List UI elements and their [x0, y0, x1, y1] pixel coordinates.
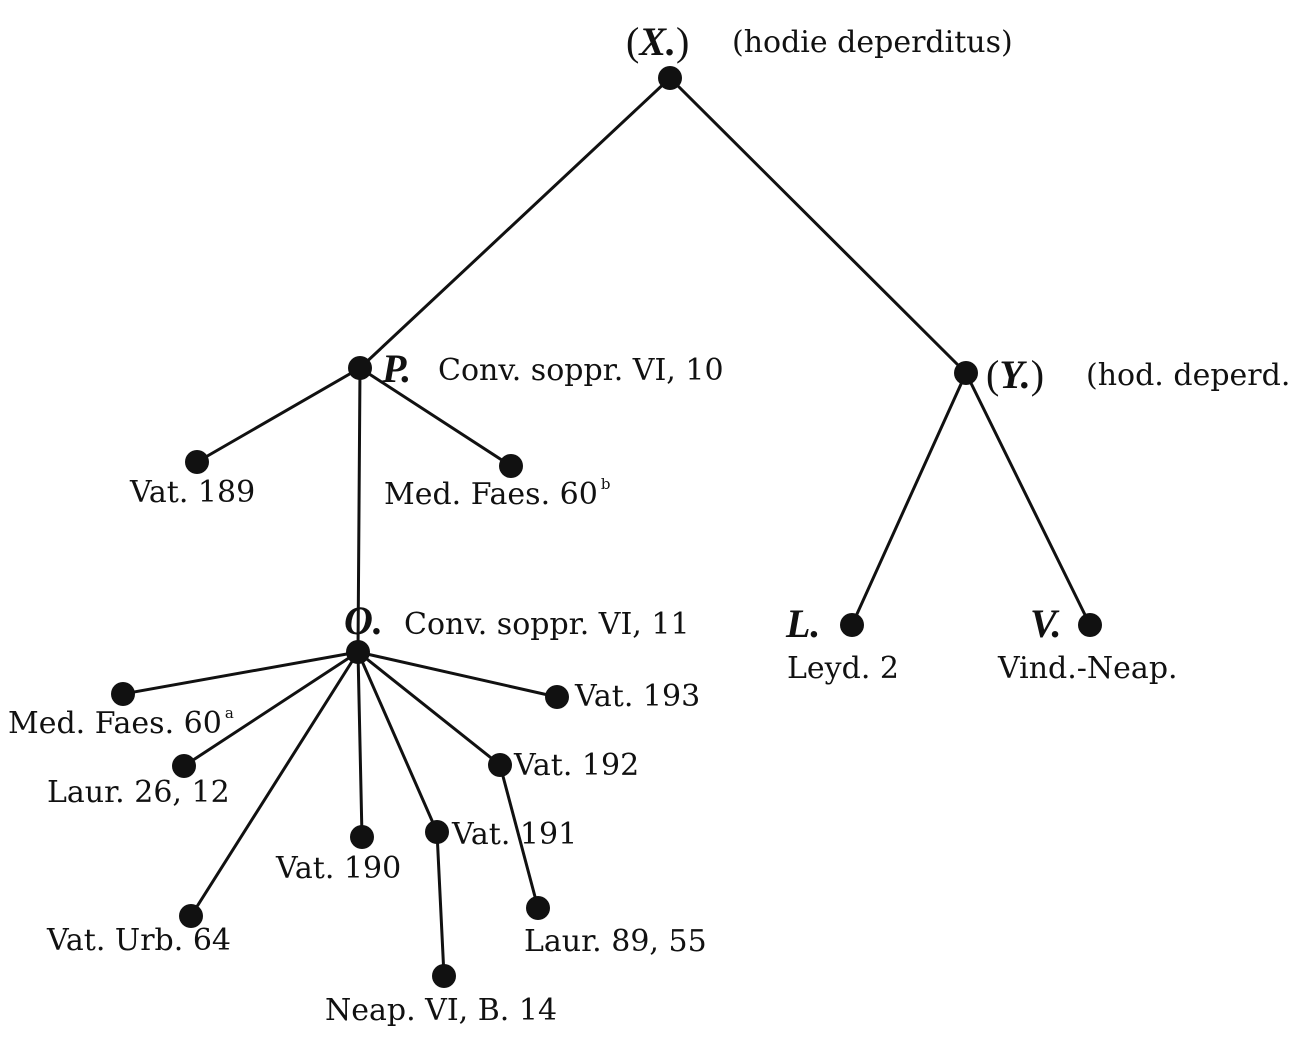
edge-vat191-neap — [435, 830, 446, 978]
edge-p-o — [356, 366, 362, 654]
leaf-vat192-label: Vat. 192 — [513, 748, 639, 783]
edge-x-y — [668, 76, 968, 375]
leaf-vat191-label: Vat. 191 — [451, 817, 577, 852]
node-l — [840, 613, 864, 637]
node-meda — [111, 682, 135, 706]
node-o — [346, 640, 370, 664]
node-v-note: Vind.-Neap. — [997, 651, 1178, 686]
edge-o-urb64 — [189, 650, 360, 918]
node-vat191 — [425, 820, 449, 844]
edge-o-vat193 — [356, 650, 559, 699]
node-v — [1078, 613, 1102, 637]
labels: (X.) (hodie deperditus) P. Conv. soppr. … — [8, 19, 1290, 1028]
node-p — [348, 356, 372, 380]
edge-o-vat191 — [356, 650, 439, 834]
node-vat189 — [185, 450, 209, 474]
node-v-siglum: V. — [1030, 601, 1062, 646]
leaf-laur26-label: Laur. 26, 12 — [47, 775, 230, 810]
leaf-urb64-label: Vat. Urb. 64 — [46, 923, 231, 958]
node-y-siglum: (Y.) — [986, 352, 1044, 397]
node-l-note: Leyd. 2 — [787, 651, 899, 686]
edge-vat192-laur89 — [498, 763, 540, 910]
edge-o-vat192 — [356, 650, 502, 767]
node-o-siglum: O. — [344, 598, 383, 643]
stemma-nodes — [111, 66, 1102, 988]
node-p-note: Conv. soppr. VI, 10 — [438, 353, 724, 388]
node-laur26 — [172, 754, 196, 778]
leaf-vat190-label: Vat. 190 — [275, 851, 401, 886]
node-x-note: (hodie deperditus) — [732, 25, 1013, 60]
leaf-laur89-label: Laur. 89, 55 — [524, 924, 707, 959]
edge-x-p — [358, 76, 672, 370]
edge-o-meda — [121, 650, 360, 696]
node-laur89 — [526, 896, 550, 920]
edge-y-l — [850, 371, 968, 627]
node-y — [954, 361, 978, 385]
leaf-vat193-label: Vat. 193 — [574, 679, 700, 714]
stemma-edges — [121, 76, 1092, 978]
node-neap — [432, 964, 456, 988]
edge-o-laur26 — [182, 650, 360, 768]
node-vat192 — [488, 753, 512, 777]
node-y-note: (hod. deperd.) — [1086, 358, 1290, 393]
node-vat193 — [545, 685, 569, 709]
node-p-siglum: P. — [381, 346, 411, 391]
edge-p-vat189 — [195, 366, 362, 464]
edge-o-vat190 — [356, 650, 364, 839]
edge-y-v — [964, 371, 1092, 627]
node-medb — [499, 454, 523, 478]
node-x-siglum: (X.) — [626, 19, 689, 64]
edge-p-medb — [358, 366, 513, 468]
node-urb64 — [179, 904, 203, 928]
node-vat190 — [350, 825, 374, 849]
node-l-siglum: L. — [785, 601, 820, 646]
node-o-note: Conv. soppr. VI, 11 — [404, 607, 690, 642]
leaf-vat189-label: Vat. 189 — [129, 475, 255, 510]
leaf-neap-label: Neap. VI, B. 14 — [325, 993, 557, 1028]
node-x — [658, 66, 682, 90]
